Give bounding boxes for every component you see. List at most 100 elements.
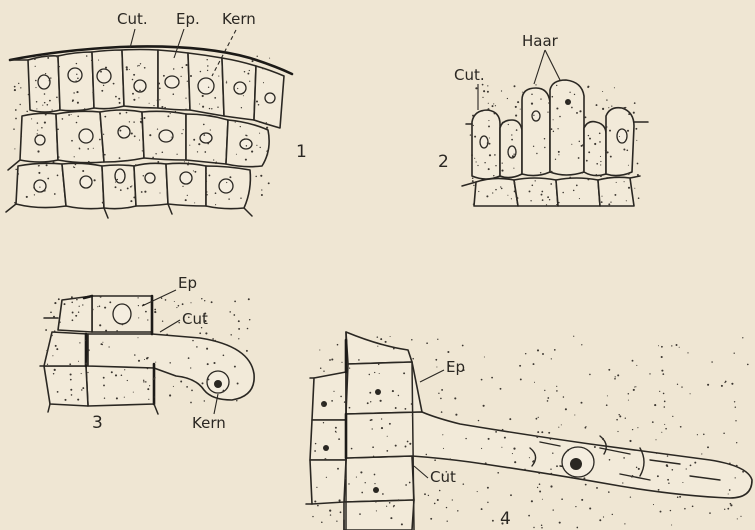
stipple-dot xyxy=(56,348,58,350)
stipple-dot xyxy=(190,302,191,303)
stipple-dot xyxy=(249,319,250,320)
stipple-dot xyxy=(261,189,262,190)
stipple-dot xyxy=(576,112,578,114)
stipple-dot xyxy=(238,328,240,330)
stipple-dot xyxy=(54,330,56,332)
stipple-dot xyxy=(64,303,66,305)
stipple-dot xyxy=(558,202,559,203)
stipple-dot xyxy=(540,172,542,174)
stipple-dot xyxy=(538,417,539,418)
stipple-dot xyxy=(552,96,554,98)
stipple-dot xyxy=(244,138,246,140)
stipple-dot xyxy=(571,144,572,145)
stipple-dot xyxy=(596,174,597,175)
stipple-dot xyxy=(204,300,205,301)
stipple-dot xyxy=(314,500,316,502)
stipple-dot xyxy=(372,428,373,429)
stipple-dot xyxy=(376,510,377,511)
stipple-dot xyxy=(627,130,629,132)
stipple-dot xyxy=(132,79,134,81)
stipple-dot xyxy=(159,99,160,100)
stipple-dot xyxy=(679,347,680,348)
stipple-dot xyxy=(81,389,82,390)
stipple-dot xyxy=(546,204,547,205)
stipple-dot xyxy=(102,202,104,204)
stipple-dot xyxy=(487,502,488,503)
stipple-dot xyxy=(553,509,554,510)
stipple-dot xyxy=(581,402,583,404)
stipple-dot xyxy=(173,93,175,95)
stipple-dot xyxy=(58,156,59,157)
stipple-dot xyxy=(341,362,342,363)
stipple-dot xyxy=(45,329,47,331)
stipple-dot xyxy=(533,115,534,116)
stipple-dot xyxy=(38,165,39,166)
stipple-dot xyxy=(338,438,340,440)
stipple-dot xyxy=(217,106,218,107)
stipple-dot xyxy=(230,334,231,335)
stipple-dot xyxy=(442,434,443,435)
stipple-dot xyxy=(14,148,15,149)
stipple-dot xyxy=(246,135,247,136)
stipple-dot xyxy=(130,186,132,188)
stipple-dot xyxy=(516,129,518,131)
stipple-dot xyxy=(205,180,207,182)
stipple-dot xyxy=(470,134,471,135)
stipple-dot xyxy=(730,504,732,506)
stipple-dot xyxy=(126,112,128,114)
fig1-nucleus xyxy=(35,135,45,145)
stipple-dot xyxy=(51,335,53,337)
stipple-dot xyxy=(142,150,143,151)
stipple-dot xyxy=(133,121,134,122)
stipple-dot xyxy=(606,126,608,128)
stipple-dot xyxy=(206,194,208,196)
stipple-dot xyxy=(371,419,373,421)
stipple-dot xyxy=(77,102,79,104)
stipple-dot xyxy=(141,191,143,193)
fig2-cell xyxy=(550,80,584,175)
stipple-dot xyxy=(45,73,46,74)
stipple-dot xyxy=(70,373,72,375)
stipple-dot xyxy=(259,122,260,123)
stipple-dot xyxy=(515,106,517,108)
stipple-dot xyxy=(736,442,737,443)
stipple-dot xyxy=(73,92,74,93)
stipple-dot xyxy=(37,150,39,152)
stipple-dot xyxy=(145,381,147,383)
stipple-dot xyxy=(579,141,580,142)
stipple-dot xyxy=(378,364,379,365)
stipple-dot xyxy=(447,521,448,522)
stipple-dot xyxy=(183,129,184,130)
stipple-dot xyxy=(558,151,560,153)
fig3-cell xyxy=(44,332,88,366)
stipple-dot xyxy=(317,505,319,507)
stipple-dot xyxy=(144,359,145,360)
stipple-dot xyxy=(600,161,601,162)
stipple-dot xyxy=(426,342,428,344)
stipple-dot xyxy=(551,85,552,86)
stipple-dot xyxy=(602,108,604,110)
stipple-dot xyxy=(207,363,209,365)
stipple-dot xyxy=(573,336,574,337)
stipple-dot xyxy=(450,458,451,459)
stipple-dot xyxy=(103,85,104,86)
stipple-dot xyxy=(513,182,515,184)
stipple-dot xyxy=(654,404,656,406)
stipple-dot xyxy=(124,397,125,398)
stipple-dot xyxy=(70,379,72,381)
fig2-nucleolus xyxy=(565,99,571,105)
stipple-dot xyxy=(187,195,188,196)
stipple-dot xyxy=(88,161,90,163)
stipple-dot xyxy=(619,136,620,137)
stipple-dot xyxy=(87,148,89,150)
stipple-dot xyxy=(101,90,103,92)
stipple-dot xyxy=(493,103,494,104)
fig2-nucleus xyxy=(480,136,488,148)
stipple-dot xyxy=(71,394,73,396)
stipple-dot xyxy=(684,508,686,510)
stipple-dot xyxy=(147,319,148,320)
stipple-dot xyxy=(47,178,49,180)
stipple-dot xyxy=(93,148,94,149)
stipple-dot xyxy=(492,520,494,522)
stipple-dot xyxy=(653,504,654,505)
